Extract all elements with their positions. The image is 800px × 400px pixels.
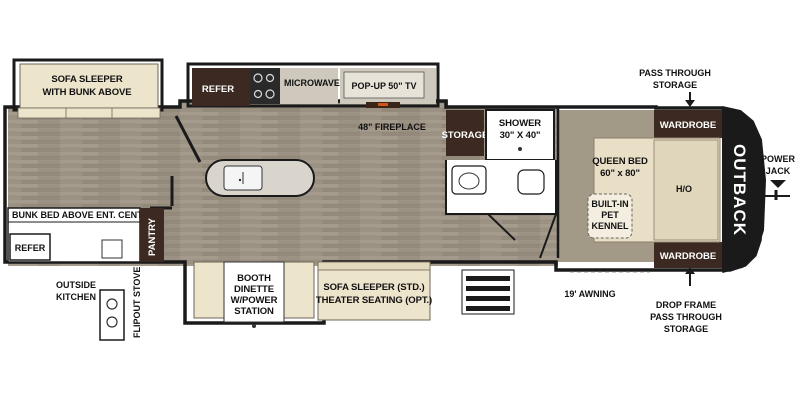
awning-label: 19' AWNING xyxy=(564,289,615,299)
refer-kitchen-label: REFER xyxy=(15,243,46,253)
drop-frame-callout: DROP FRAME PASS THROUGH STORAGE xyxy=(650,267,722,334)
sofa-sleeper-label-1: SOFA SLEEPER xyxy=(51,74,123,85)
entry-steps xyxy=(461,269,515,315)
shower-label-2: 30" X 40" xyxy=(500,130,541,141)
drain-icon xyxy=(518,147,522,151)
drop-frame-label-3: STORAGE xyxy=(664,324,708,334)
pet-kennel-label-1: BUILT-IN xyxy=(591,199,628,209)
outside-kitchen: OUTSIDE KITCHEN FLIPOUT STOVE xyxy=(56,267,142,341)
power-jack-label-2: JACK xyxy=(766,166,791,176)
pass-through-label-2: STORAGE xyxy=(653,80,697,90)
ho-label: H/O xyxy=(676,184,692,194)
power-jack-label-1: POWER xyxy=(761,154,796,164)
sofa-sleeper-std: SOFA SLEEPER (STD.) THEATER SEATING (OPT… xyxy=(316,261,432,321)
refer-top-label: REFER xyxy=(202,84,234,95)
queen-bed-label-2: 60" x 80" xyxy=(600,168,640,179)
drop-frame-label-2: PASS THROUGH xyxy=(650,312,722,322)
outback-logo: OUTBACK xyxy=(730,144,749,236)
sofa-std-label-1: SOFA SLEEPER (STD.) xyxy=(323,282,424,293)
booth-dinette: BOOTH DINETTE W/POWER STATION xyxy=(193,261,315,328)
wardrobe-top-label: WARDROBE xyxy=(660,120,716,131)
arrow-up-icon xyxy=(685,267,695,274)
microwave-label: MICROWAVE xyxy=(284,78,340,88)
outdoor-sink-icon xyxy=(101,239,123,259)
awning-callout: 19' AWNING xyxy=(564,271,650,299)
arrow-down-icon xyxy=(685,100,695,107)
flipout-stove-label: FLIPOUT STOVE xyxy=(132,267,142,338)
bathroom: STORAGE SHOWER 30" X 40" xyxy=(442,109,557,259)
kitchen-slide: REFER MICROWAVE POP-UP 50" TV 48" FIREPL… xyxy=(192,68,436,132)
burner-icon xyxy=(253,89,263,99)
fireplace-label: 48" FIREPLACE xyxy=(358,122,426,132)
pantry-label: PANTRY xyxy=(147,217,158,256)
pass-through-storage-callout: PASS THROUGH STORAGE xyxy=(639,68,711,107)
sofa-sleeper-bunk: SOFA SLEEPER WITH BUNK ABOVE xyxy=(17,63,161,119)
burner-icon xyxy=(253,73,263,83)
bunk-bed-label: BUNK BED ABOVE ENT. CENTER xyxy=(12,210,156,220)
power-jack-callout: POWER JACK xyxy=(761,154,796,200)
booth-label-1: BOOTH xyxy=(237,273,271,284)
pass-through-label-1: PASS THROUGH xyxy=(639,68,711,78)
booth-label-4: STATION xyxy=(234,306,274,317)
sofa-std-label-2: THEATER SEATING (OPT.) xyxy=(316,295,432,306)
pet-kennel-label-2: PET xyxy=(601,210,619,220)
kitchen-island xyxy=(205,159,315,197)
drop-frame-label-1: DROP FRAME xyxy=(656,300,716,310)
wardrobe-bottom-label: WARDROBE xyxy=(660,251,716,262)
bunk-ent-center: BUNK BED ABOVE ENT. CENTER REFER PANTRY xyxy=(7,207,164,263)
burner-icon xyxy=(265,73,275,83)
toilet-icon xyxy=(517,169,545,195)
bedroom: WARDROBE WARDROBE QUEEN BED 60" x 80" H/… xyxy=(556,108,722,268)
storage-label: STORAGE xyxy=(442,130,489,141)
outside-kitchen-label-1: OUTSIDE xyxy=(56,280,96,290)
outside-kitchen-label-2: KITCHEN xyxy=(56,292,96,302)
booth-label-3: W/POWER xyxy=(231,295,278,306)
queen-bed-label-1: QUEEN BED xyxy=(592,156,648,167)
arrow-icon xyxy=(770,180,786,188)
tv-label: POP-UP 50" TV xyxy=(351,81,416,91)
sofa-sleeper-label-2: WITH BUNK ABOVE xyxy=(43,87,132,98)
flipout-stove-icon xyxy=(99,289,125,341)
pet-kennel-label-3: KENNEL xyxy=(591,221,629,231)
booth-label-2: DINETTE xyxy=(234,284,274,295)
shower-label-1: SHOWER xyxy=(499,118,541,129)
burner-icon xyxy=(265,89,275,99)
